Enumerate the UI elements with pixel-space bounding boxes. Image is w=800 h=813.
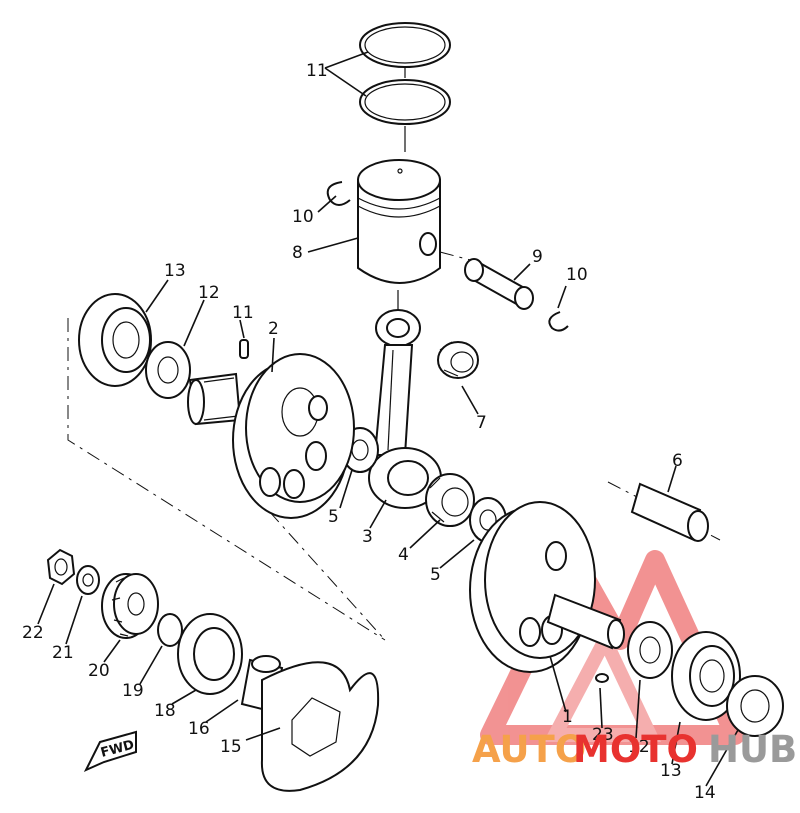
woodruff-key: [239, 339, 249, 359]
callout-4: 4: [398, 545, 409, 565]
circlip-left: [326, 181, 351, 206]
callout-11-rings: 11: [306, 61, 328, 81]
spacer-ring: [177, 613, 243, 695]
connecting-rod: [368, 290, 442, 509]
circlip-gear: [157, 613, 183, 647]
callout-8: 8: [292, 243, 303, 263]
callout-16: 16: [188, 719, 210, 739]
callout-2: 2: [268, 319, 279, 339]
lock-washer: [76, 565, 100, 595]
primary-gear: [101, 573, 159, 639]
callout-1: 1: [562, 707, 573, 727]
nut: [46, 548, 76, 586]
main-bearing-right: [671, 631, 741, 721]
callout-labels: 11 10 8 9 10 13 12 11 2 7 6 5 3 4 5 22 2…: [22, 61, 716, 803]
callout-22: 22: [22, 623, 44, 643]
oil-seal-right: [726, 675, 784, 737]
callout-18: 18: [154, 701, 176, 721]
crank-pin: [630, 482, 709, 542]
watermark-moto: MOTO: [573, 728, 698, 771]
callout-3: 3: [362, 527, 373, 547]
callout-10-right: 10: [566, 265, 588, 285]
callout-20: 20: [88, 661, 110, 681]
main-bearing-left: [78, 293, 152, 387]
callout-14: 14: [694, 783, 716, 803]
callout-12-right: 12: [628, 737, 650, 757]
callout-11-key: 11: [232, 303, 254, 323]
washer-left: [145, 341, 191, 399]
callout-9: 9: [532, 247, 543, 267]
watermark-auto: AUTO: [472, 728, 586, 771]
crank-cover-plate: [260, 661, 380, 792]
fwd-arrow-icon: FWD: [83, 730, 137, 773]
washer-right: [627, 621, 673, 679]
callout-21: 21: [52, 643, 74, 663]
callout-5-left: 5: [328, 507, 339, 527]
watermark-text: AUTO MOTO HUB: [472, 728, 797, 771]
watermark-hub: HUB: [708, 728, 797, 771]
callout-13-right: 13: [660, 761, 682, 781]
piston: [357, 159, 441, 284]
callout-10-left: 10: [292, 207, 314, 227]
callout-5-right: 5: [430, 565, 441, 585]
piston-rings: [359, 22, 451, 152]
callout-19: 19: [122, 681, 144, 701]
piston-pin: [439, 251, 534, 310]
crank-half-right: [469, 501, 625, 673]
callout-12-left: 12: [198, 283, 220, 303]
woodruff-key-right: [595, 673, 609, 683]
callout-23: 23: [592, 725, 614, 745]
circlip-right: [548, 311, 569, 332]
big-end-bearing: [425, 473, 475, 527]
callout-7: 7: [476, 413, 487, 433]
callout-6: 6: [672, 451, 683, 471]
small-end-bearing: [437, 341, 479, 379]
callout-13-left: 13: [164, 261, 186, 281]
callout-15: 15: [220, 737, 242, 757]
crank-half-left: [187, 353, 355, 519]
leader-lines: [37, 51, 739, 787]
